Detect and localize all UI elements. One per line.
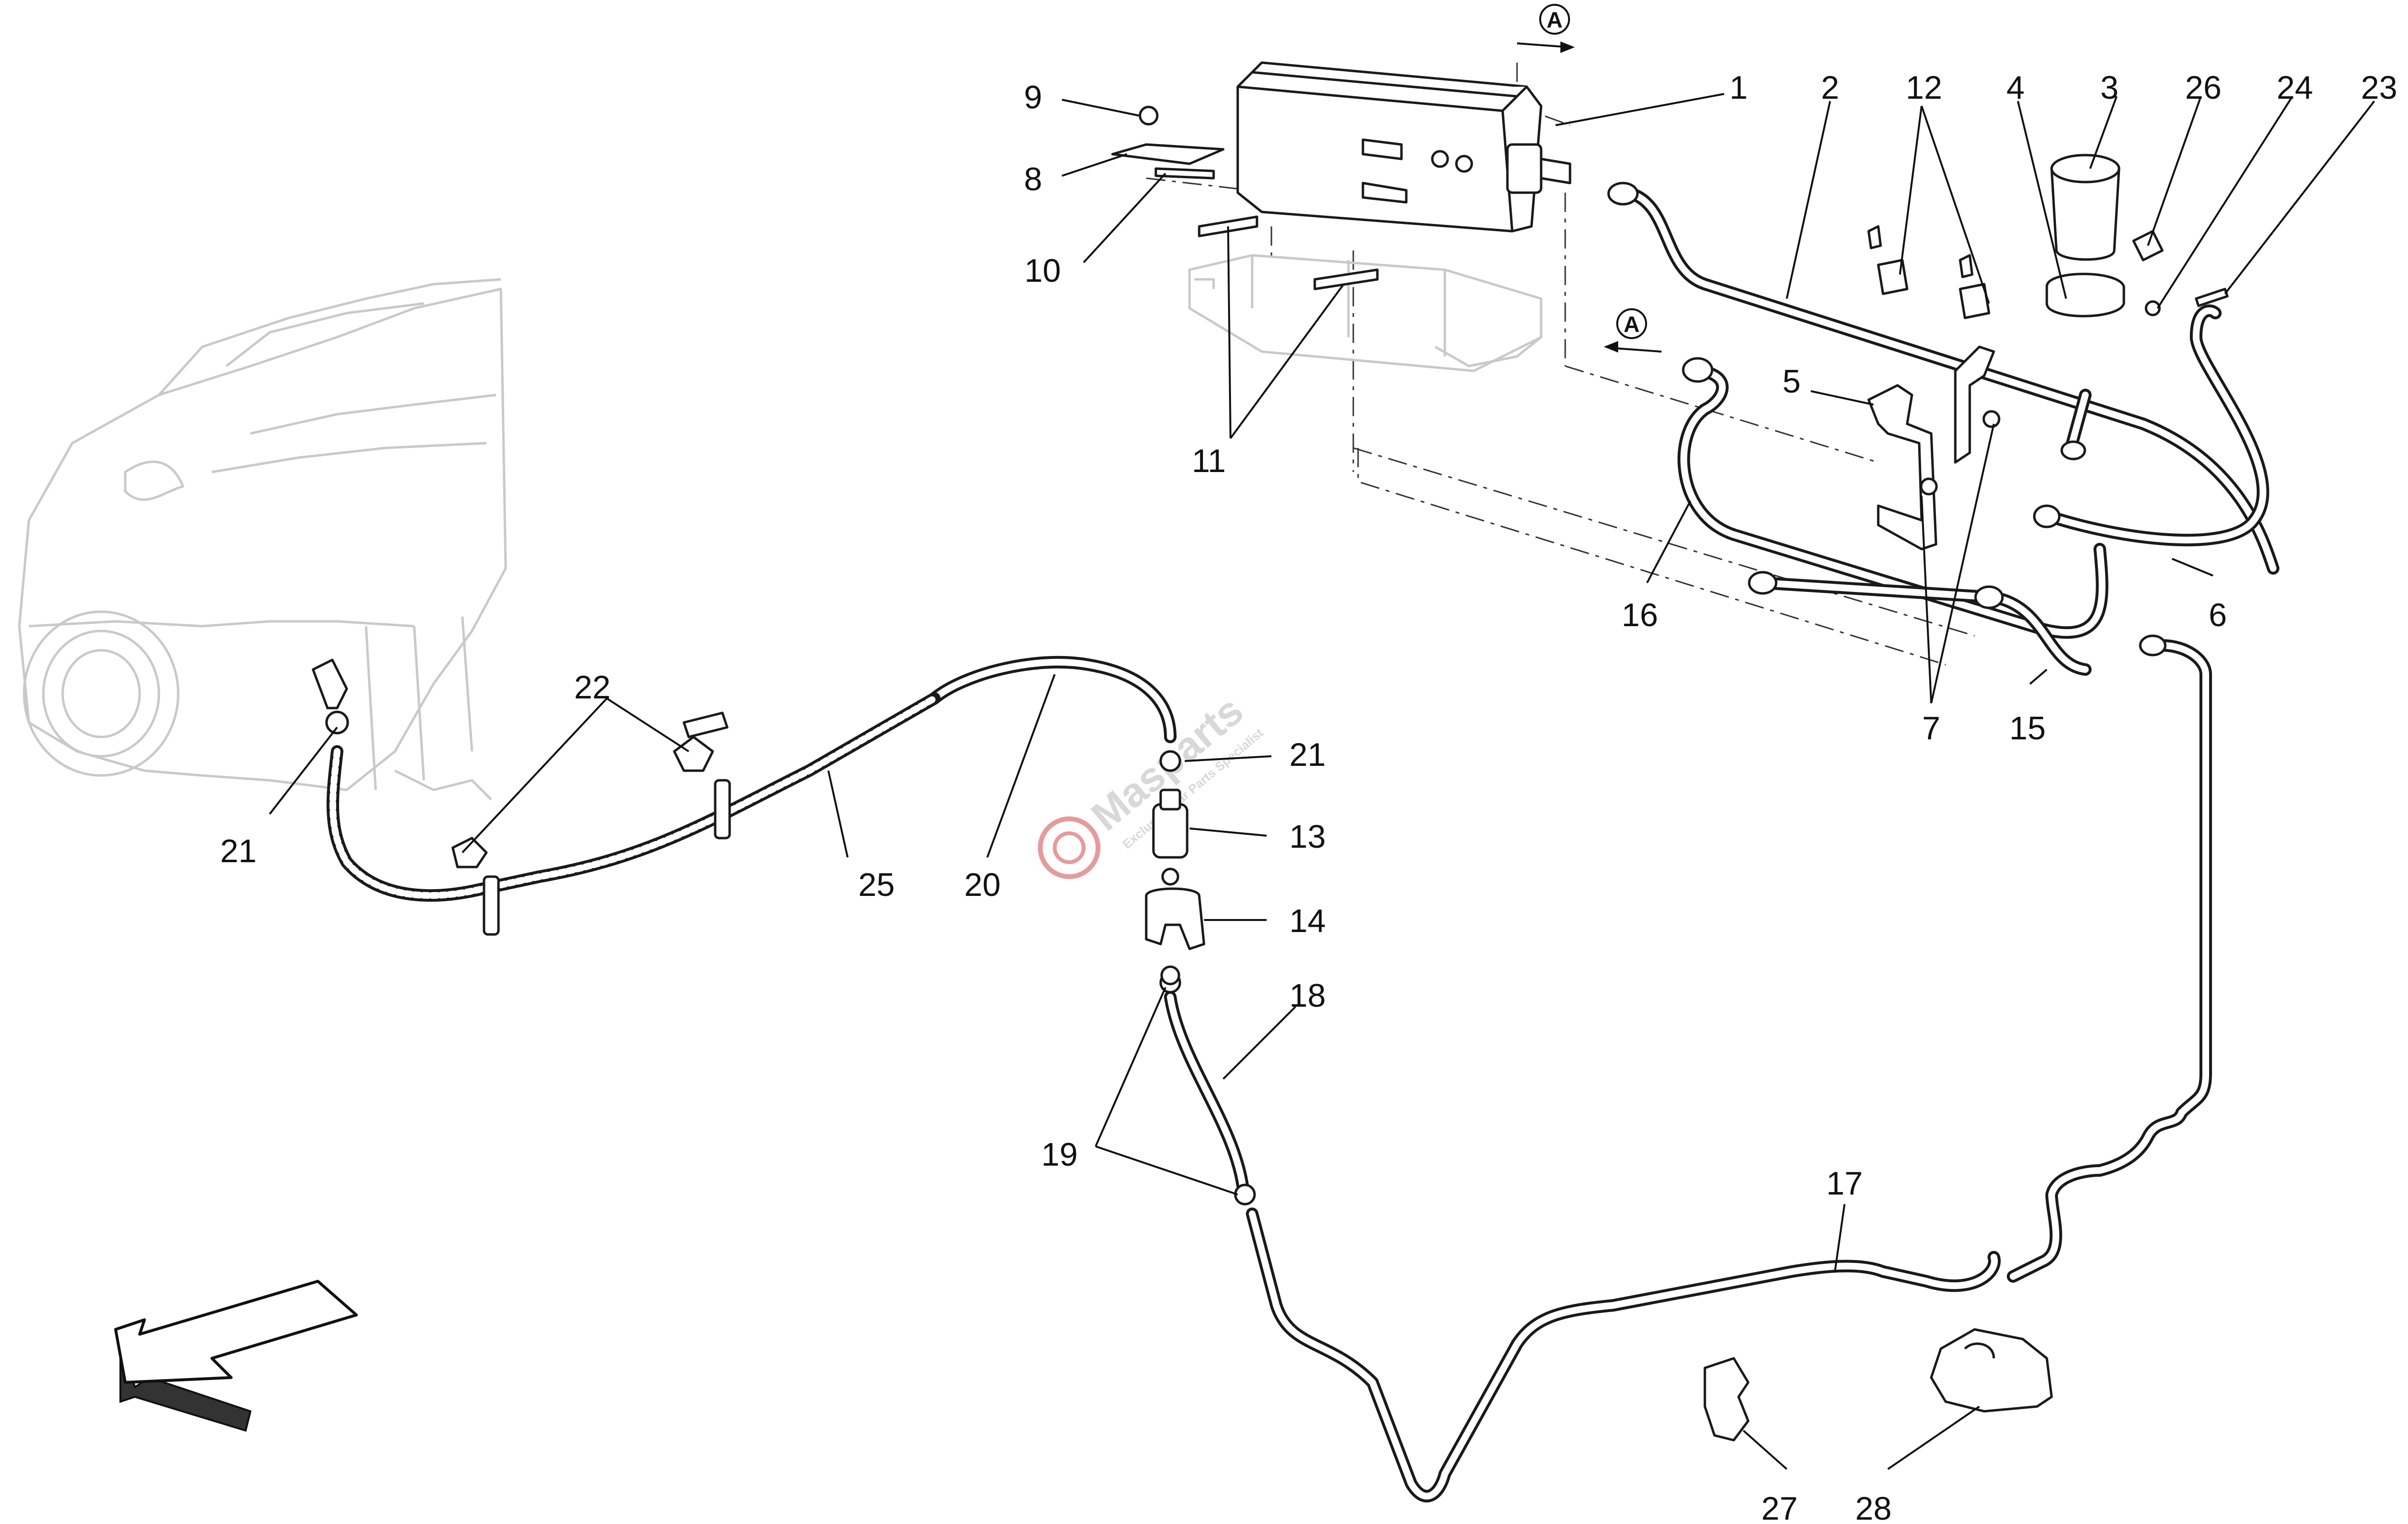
hose-part-17 (1246, 634, 2212, 1502)
callout-21-right: 21 (1289, 736, 1326, 773)
nut-part-9 (1139, 105, 1159, 126)
section-marker-a-mid: A (1604, 308, 1662, 353)
callout-24: 24 (2277, 69, 2313, 106)
mounting-bracket-part-14 (1145, 887, 1205, 985)
callout-7: 7 (1922, 710, 1940, 747)
callout-15: 15 (2009, 710, 2046, 747)
callout-20: 20 (964, 867, 1001, 903)
callout-13: 13 (1289, 818, 1326, 855)
callout-8: 8 (1024, 161, 1042, 197)
hose-part-18 (1159, 972, 1256, 1206)
section-marker-a-top: A (1517, 4, 1575, 53)
canister-mounting-bracket (1188, 254, 1543, 372)
callout-4: 4 (2006, 69, 2025, 106)
callout-21-left: 21 (220, 833, 257, 869)
purge-valve-part-13 (1152, 750, 1189, 886)
hose-stub-part-4 (2060, 389, 2092, 460)
callout-1: 1 (1729, 69, 1748, 106)
section-marker-a-top-label: A (1546, 7, 1562, 32)
hose-part-15 (1748, 571, 2092, 676)
callout-26: 26 (2185, 69, 2222, 106)
callout-27: 27 (1761, 1490, 1798, 1524)
callout-6: 6 (2209, 597, 2227, 633)
charcoal-canister (1236, 61, 1571, 233)
hose-part-6 (2033, 304, 2269, 547)
spacer-part-10 (1154, 167, 1215, 180)
callout-10: 10 (1024, 252, 1061, 289)
corrugated-hose-part-25 (325, 692, 941, 902)
bolt-part-23 (2195, 288, 2229, 307)
hose-part-2 (1607, 182, 2279, 575)
callout-5: 5 (1782, 363, 1801, 400)
callout-22: 22 (574, 669, 611, 706)
nuts-part-7 (1920, 410, 2001, 496)
direction-arrow-icon (114, 1280, 358, 1432)
assembly-centerlines (1146, 63, 1975, 666)
bracket-part-5 (1867, 345, 1995, 551)
clip-part-22-b (673, 711, 731, 840)
clip-part-28 (1930, 1328, 2053, 1413)
callout-25: 25 (858, 867, 895, 903)
callout-17: 17 (1826, 1165, 1863, 1202)
hose-fitting-part-21-left (312, 658, 348, 709)
connector-part-24 (2145, 300, 2161, 316)
rubber-pads-part-11 (1198, 215, 1379, 290)
callout-11: 11 (1192, 443, 1226, 479)
callout-2: 2 (1821, 69, 1839, 106)
callout-3: 3 (2100, 69, 2119, 106)
clip-part-12 (1867, 225, 1990, 319)
section-marker-a-mid-label: A (1623, 312, 1639, 337)
callout-19: 19 (1041, 1136, 1078, 1173)
callout-labels: 1 2 3 4 5 6 7 8 9 10 11 12 13 14 15 16 1… (220, 69, 2397, 1524)
callout-18: 18 (1289, 977, 1326, 1014)
intake-manifold-ghost (18, 278, 507, 801)
callout-23: 23 (2361, 69, 2397, 106)
bracket-plate-part-8 (1111, 143, 1225, 165)
callout-28: 28 (1855, 1490, 1892, 1524)
air-filter-part-3 (2045, 154, 2125, 317)
callout-14: 14 (1289, 903, 1326, 939)
hose-part-20 (928, 656, 1177, 743)
clip-part-27 (1703, 1357, 1750, 1442)
callout-12: 12 (1906, 69, 1942, 106)
callout-9: 9 (1024, 79, 1042, 116)
leader-lines (269, 93, 2375, 1470)
masparts-watermark: Masparts Exclusive Car Parts Specialist (1038, 687, 1266, 879)
hose-part-16 (1677, 357, 2108, 639)
clip-part-22-a (451, 837, 500, 936)
callout-16: 16 (1622, 597, 1658, 633)
